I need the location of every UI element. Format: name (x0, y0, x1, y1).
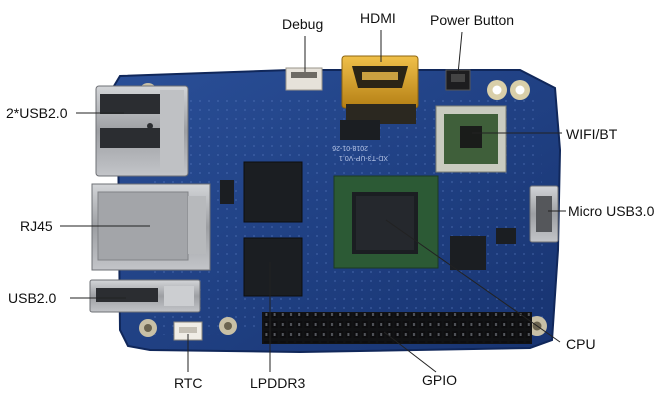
label-hdmi: HDMI (360, 10, 396, 26)
ic-small-4 (220, 180, 234, 204)
leader-gpio (383, 331, 437, 373)
usb2-port (89, 279, 201, 313)
usb2-dual-port (95, 85, 189, 177)
label-rtc: RTC (174, 375, 203, 391)
label-cpu: CPU (566, 336, 596, 352)
ic-small-3 (340, 120, 380, 140)
lpddr3-chip-bottom (243, 237, 303, 297)
mounting-hole-bottom-left (139, 319, 157, 337)
label-debug: Debug (282, 16, 324, 32)
silkscreen-model: XD-T3-UP-V0.1 (339, 154, 388, 161)
leader-power (457, 31, 463, 75)
mounting-hole-bottom-mid (219, 317, 237, 335)
label-rj45: RJ45 (20, 218, 53, 234)
cpu-chip (333, 175, 439, 269)
label-usb2: USB2.0 (8, 290, 57, 306)
label-usb2-dual: 2*USB2.0 (6, 105, 68, 121)
hdmi-port (341, 55, 419, 124)
wifi-bt-module (435, 105, 507, 173)
silkscreen-date: 2018-01-26 (332, 144, 368, 151)
micro-usb3-port (529, 185, 559, 243)
label-wifi-bt: WIFI/BT (566, 126, 618, 142)
label-micro-usb3: Micro USB3.0 (568, 203, 655, 219)
mounting-hole-top-right (487, 80, 530, 100)
rj45-port (91, 183, 211, 271)
label-power-button: Power Button (430, 12, 515, 28)
ic-small-1 (450, 236, 486, 270)
label-lpddr3: LPDDR3 (250, 375, 306, 391)
leader-cpu (385, 219, 561, 343)
label-gpio: GPIO (422, 372, 458, 388)
lpddr3-chip-top (243, 161, 303, 223)
debug-connector (285, 67, 323, 91)
gpio-header (262, 312, 532, 344)
ic-small-2 (496, 228, 516, 244)
power-button (445, 69, 471, 91)
